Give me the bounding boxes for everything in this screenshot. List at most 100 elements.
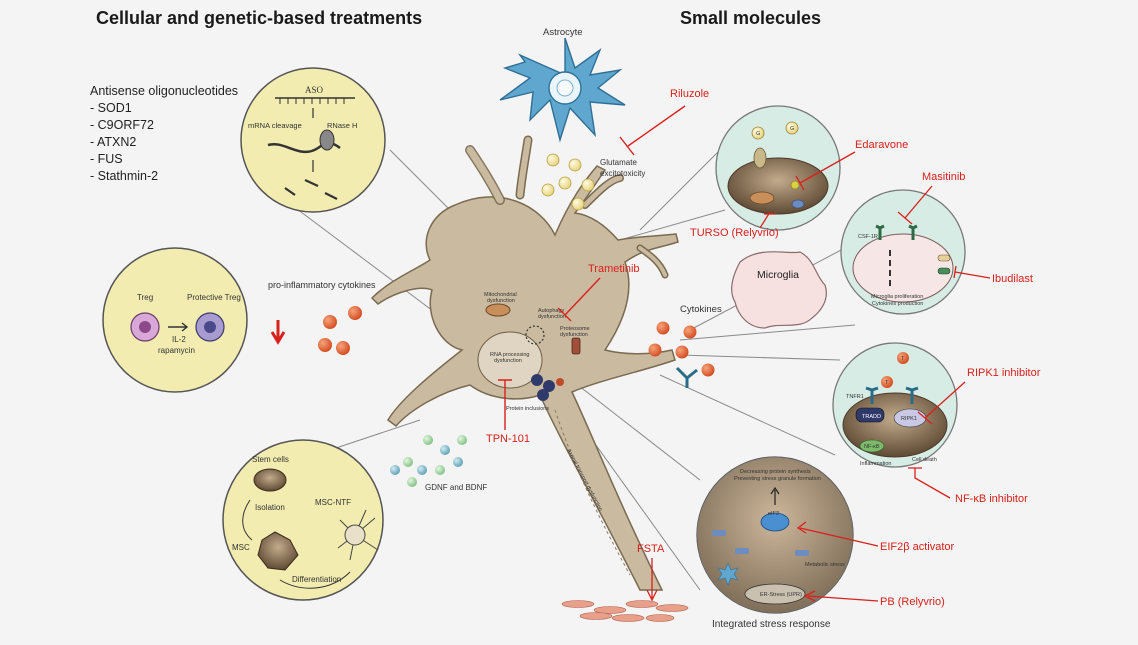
aso-rnase-h: RNase H bbox=[327, 121, 357, 130]
msc-cell-icon bbox=[257, 531, 299, 571]
aso-item-atxn2: - ATXN2 bbox=[90, 135, 136, 149]
decrease-arrow-icon bbox=[270, 320, 286, 345]
cell-death-label: Cell death bbox=[912, 457, 937, 463]
proteasome-icon bbox=[571, 337, 581, 355]
excitotoxicity-label: excitotoxicity bbox=[600, 169, 645, 178]
masitinib-inhibit-arrow bbox=[897, 185, 933, 225]
pro-inflammatory-label: pro-inflammatory cytokines bbox=[268, 280, 376, 290]
gdnf-bdnf-dots bbox=[390, 435, 467, 487]
turso-inhibit-arrow bbox=[759, 211, 776, 229]
tnfr1-receptor-icon bbox=[865, 386, 879, 404]
er-icon bbox=[744, 583, 806, 605]
eif2-label: eIF2 bbox=[768, 511, 779, 517]
protein-inclusion-icon bbox=[531, 374, 543, 386]
proteosome-label-1: Proteosome bbox=[560, 326, 590, 332]
t-label-2: T bbox=[885, 380, 889, 386]
aso-mrna-cleavage: mRNA cleavage bbox=[248, 121, 302, 130]
cytokines-label: Cytokines bbox=[680, 304, 722, 315]
proteosome-label-2: dysfunction bbox=[560, 332, 588, 338]
drug-pb-relyvrio: PB (Relyvrio) bbox=[880, 596, 945, 608]
mito-label-1: Mitochondrial bbox=[484, 292, 517, 298]
autophagy-icon bbox=[525, 325, 545, 345]
treg-inset: Treg Protective Treg IL-2 rapamycin bbox=[102, 247, 248, 393]
isolation-label: Isolation bbox=[255, 503, 285, 512]
inflammation-label: Inflammation bbox=[860, 461, 892, 467]
eif2-complex-icon bbox=[760, 512, 790, 532]
isr-inset: Decreasing protein synthesis Preventing … bbox=[696, 456, 854, 614]
inclusions-label: Protein inclusions bbox=[506, 406, 549, 412]
protective-treg-label: Protective Treg bbox=[187, 293, 241, 302]
g-label-1: G bbox=[756, 131, 760, 137]
rna-label-1: RNA processing bbox=[490, 352, 529, 358]
autophagy-label-2: dysfunction bbox=[538, 314, 566, 320]
csf1r-receptor-icon bbox=[875, 224, 885, 240]
aso-tag: ASO bbox=[305, 85, 324, 95]
edaravone-inhibit-arrow bbox=[795, 151, 856, 191]
drug-masitinib: Masitinib bbox=[922, 171, 965, 183]
drug-turso: TURSO (Relyvrio) bbox=[690, 227, 779, 239]
header-small-molecules: Small molecules bbox=[680, 8, 821, 28]
csf1r-label: CSF-1R bbox=[858, 234, 878, 240]
drug-trametinib: Trametinib bbox=[588, 263, 640, 275]
stem-cell-inset: Stem cells Isolation MSC MSC-NTF Differe… bbox=[222, 439, 384, 601]
t-label-1: T bbox=[901, 356, 905, 362]
cytokine-dots-right bbox=[648, 321, 715, 377]
aso-item-stathmin2: - Stathmin-2 bbox=[90, 169, 158, 183]
trametinib-inhibit-arrow bbox=[557, 277, 601, 322]
msc-label: MSC bbox=[232, 543, 250, 552]
drug-riluzole: Riluzole bbox=[670, 88, 709, 100]
ripk1-inner-label: RIPK1 bbox=[901, 416, 917, 422]
nfkb-inner-label: NF-κB bbox=[864, 444, 880, 450]
rna-label-2: dysfunction bbox=[494, 358, 522, 364]
il2-label: IL-2 bbox=[172, 335, 186, 344]
treg-label: Treg bbox=[137, 293, 153, 302]
drug-eif2b-activator: EIF2β activator bbox=[880, 541, 955, 553]
cytokine-dots-left bbox=[318, 306, 362, 355]
microglia: Microglia bbox=[731, 251, 827, 329]
gdnf-bdnf-label: GDNF and BDNF bbox=[425, 483, 487, 492]
glutamate-label: Glutamate bbox=[600, 158, 637, 167]
isr-label: Integrated stress response bbox=[712, 619, 831, 630]
msc-ntf-label: MSC-NTF bbox=[315, 498, 351, 507]
rnase-h-icon bbox=[319, 129, 335, 151]
muscle-fibers bbox=[561, 600, 689, 622]
ibudilast-inhibit-arrow bbox=[953, 265, 991, 279]
masitinib-inset: CSF-1R Microglia proliferation Cytokines… bbox=[840, 189, 966, 315]
drug-fsta: FSTA bbox=[637, 543, 665, 555]
aso-list: Antisense oligonucleotides - SOD1 - C9OR… bbox=[90, 84, 238, 183]
rapamycin-label: rapamycin bbox=[158, 346, 195, 355]
eif2b-arrow bbox=[796, 521, 879, 547]
aso-inset: ASO mRNA cleavage RNase H bbox=[240, 67, 386, 213]
stem-cell-icon bbox=[253, 468, 287, 492]
drug-ripk1-inhibitor: RIPK1 inhibitor bbox=[967, 367, 1041, 379]
g-label-2: G bbox=[790, 126, 794, 132]
differentiation-label: Differentiation bbox=[292, 575, 341, 584]
fsta-arrow bbox=[646, 558, 658, 602]
msc-ntf-cell-icon bbox=[337, 509, 379, 561]
ripk1-inset: TNFR1 T T TRADD RIPK1 NF-κB Inflammation… bbox=[832, 342, 958, 468]
microglia-prolif-label: Microglia proliferation bbox=[871, 294, 923, 300]
isr-top-2: Preventing stress granule formation bbox=[734, 476, 821, 482]
mito-label-2: dysfunction bbox=[487, 298, 515, 304]
header-cellular-genetic: Cellular and genetic-based treatments bbox=[96, 8, 422, 28]
ripk1-inhibit-arrow bbox=[917, 381, 966, 425]
edaravone-inset: G G bbox=[715, 105, 841, 231]
aso-list-title: Antisense oligonucleotides bbox=[90, 84, 238, 98]
drug-edaravone: Edaravone bbox=[855, 139, 908, 151]
microglia-label: Microglia bbox=[757, 269, 799, 281]
metabolic-stress-label: Metabolic stress bbox=[805, 562, 845, 568]
glutamate-dots bbox=[541, 153, 595, 211]
virus-icon bbox=[717, 562, 739, 586]
drug-nfkb-inhibitor: NF-κB inhibitor bbox=[955, 493, 1028, 505]
aso-item-c9orf72: - C9ORF72 bbox=[90, 118, 154, 132]
aso-item-sod1: - SOD1 bbox=[90, 101, 132, 115]
astrocyte-label: Astrocyte bbox=[543, 27, 583, 38]
aso-item-fus: - FUS bbox=[90, 152, 123, 166]
er-stress-label: ER-Stress (UPR) bbox=[760, 592, 802, 598]
tradd-label: TRADD bbox=[862, 414, 881, 420]
tnfr1-label: TNFR1 bbox=[846, 394, 864, 400]
receptor-icon bbox=[675, 366, 698, 388]
astrocyte: Astrocyte bbox=[499, 27, 626, 143]
